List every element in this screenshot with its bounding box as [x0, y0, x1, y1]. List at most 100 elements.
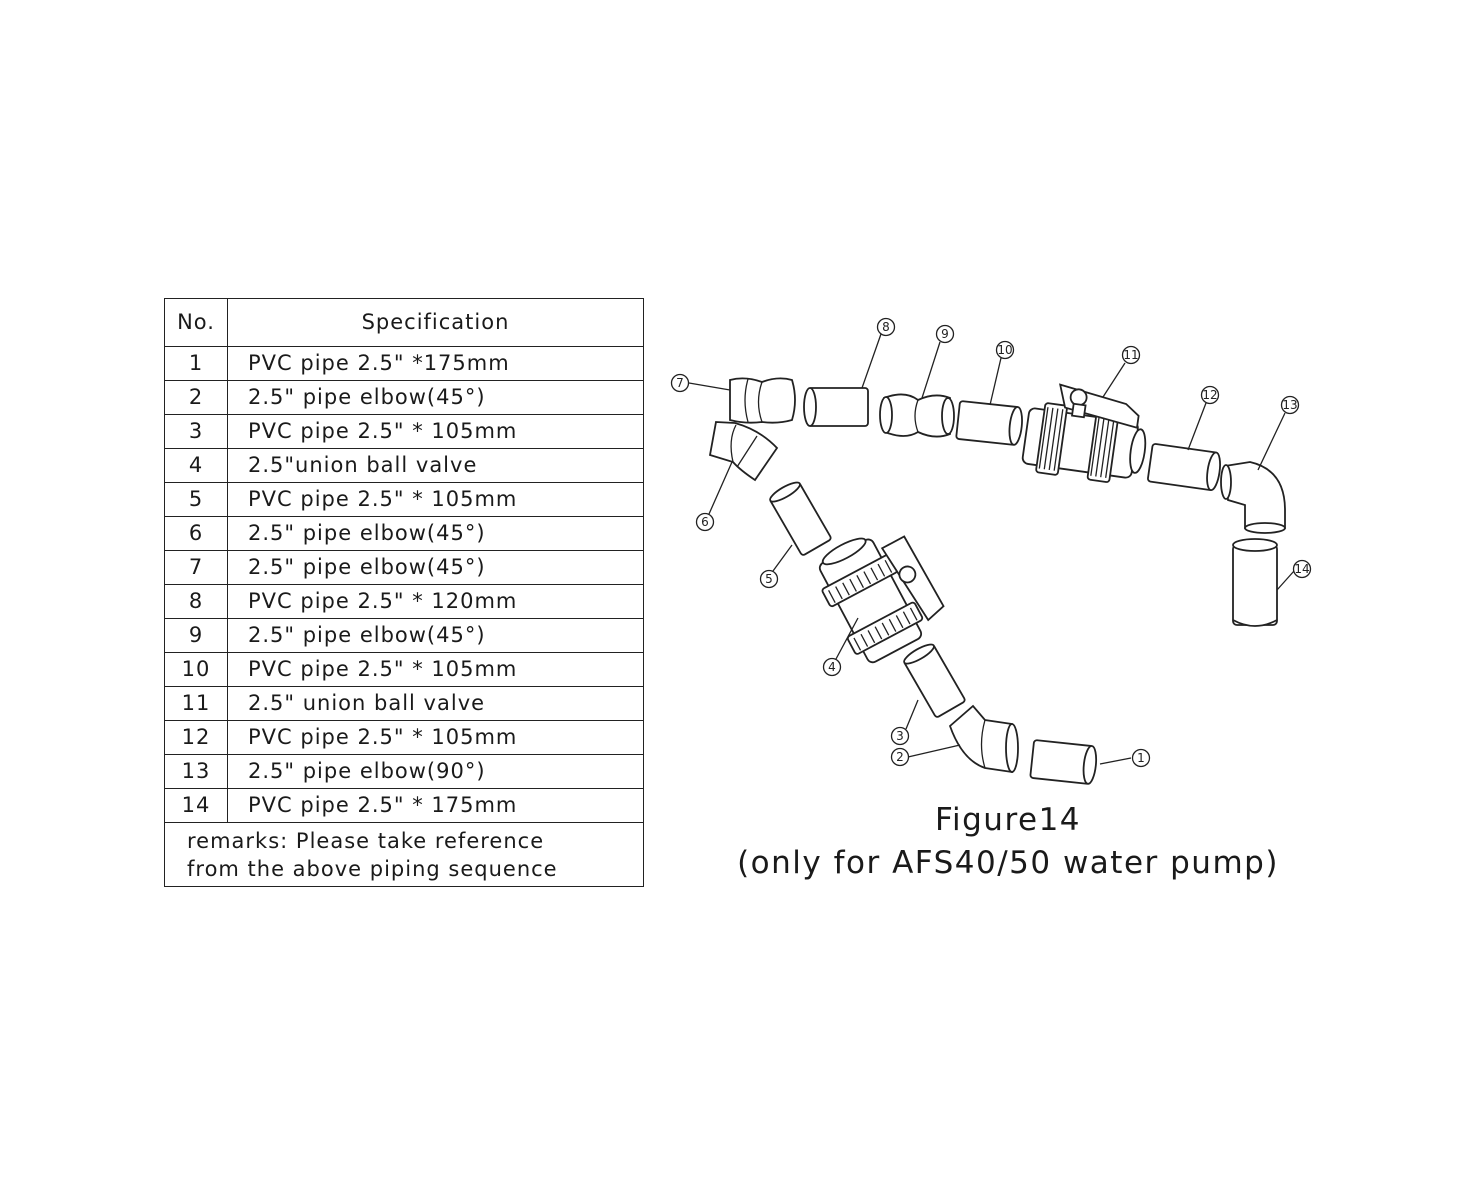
callout-circle [822, 657, 842, 677]
callout-number: 4 [828, 660, 836, 674]
callout-9: 9 [935, 324, 955, 344]
callout-number: 11 [1123, 348, 1138, 362]
callout-circle [995, 340, 1015, 360]
row-specification: PVC pipe 2.5" * 105mm [227, 414, 644, 449]
callout-circle [1280, 395, 1300, 415]
row-number: 4 [164, 448, 228, 483]
callout-7: 7 [670, 373, 690, 393]
callout-number: 1 [1137, 751, 1145, 765]
part-9-elbow-45 [879, 393, 955, 438]
callout-circle [935, 324, 955, 344]
callout-1: 1 [1131, 748, 1151, 768]
row-number: 10 [164, 652, 228, 687]
part-11-union-ball-valve [1021, 383, 1147, 483]
callout-number: 12 [1202, 388, 1217, 402]
row-number: 9 [164, 618, 228, 653]
row-specification: PVC pipe 2.5" * 175mm [227, 788, 644, 823]
part-7-elbow-45 [729, 377, 796, 424]
callout-14: 14 [1292, 559, 1312, 579]
part-6-elbow-45 [708, 421, 779, 482]
callout-circle [1131, 748, 1151, 768]
callout-13: 13 [1280, 395, 1300, 415]
part-12-pipe [1147, 443, 1221, 492]
row-number: 11 [164, 686, 228, 721]
row-number: 3 [164, 414, 228, 449]
part-8-pipe [803, 387, 869, 427]
callout-circle [876, 317, 896, 337]
row-specification: PVC pipe 2.5" * 105mm [227, 482, 644, 517]
header-specification: Specification [227, 298, 644, 347]
callout-circle [1200, 385, 1220, 405]
header-no: No. [164, 298, 228, 347]
row-specification: 2.5" union ball valve [227, 686, 644, 721]
callout-number: 14 [1294, 562, 1309, 576]
callout-circle [759, 569, 779, 589]
callout-2: 2 [890, 747, 910, 767]
row-number: 14 [164, 788, 228, 823]
row-number: 12 [164, 720, 228, 755]
part-13-elbow-90 [1220, 461, 1286, 534]
callout-11: 11 [1121, 345, 1141, 365]
callout-number: 5 [765, 572, 773, 586]
callout-5: 5 [759, 569, 779, 589]
remarks-row: remarks: Please take reference from the … [164, 822, 644, 887]
row-specification: 2.5" pipe elbow(45°) [227, 618, 644, 653]
row-specification: PVC pipe 2.5" * 105mm [227, 720, 644, 755]
part-10-pipe [955, 400, 1023, 446]
row-specification: 2.5" pipe elbow(45°) [227, 550, 644, 585]
leader-lines [688, 333, 1295, 765]
callout-circle [890, 726, 910, 746]
callout-circle [890, 747, 910, 767]
callout-number: 2 [896, 750, 904, 764]
row-specification: PVC pipe 2.5" * 105mm [227, 652, 644, 687]
part-4-union-ball-valve [818, 535, 945, 664]
row-specification: 2.5" pipe elbow(45°) [227, 380, 644, 415]
table-header-row: No. Specification [164, 298, 644, 347]
figure-title: Figure14 [934, 802, 1082, 838]
remarks: remarks: Please take reference from the … [164, 822, 644, 887]
callout-circle [670, 373, 690, 393]
callout-8: 8 [876, 317, 896, 337]
callout-6: 6 [695, 512, 715, 532]
row-number: 5 [164, 482, 228, 517]
callout-3: 3 [890, 726, 910, 746]
callout-12: 12 [1200, 385, 1220, 405]
callout-circle [1121, 345, 1141, 365]
part-2-elbow-45 [948, 704, 1019, 774]
part-14-pipe [1232, 538, 1278, 627]
row-number: 1 [164, 346, 228, 381]
callout-4: 4 [822, 657, 842, 677]
row-specification: 2.5" pipe elbow(90°) [227, 754, 644, 789]
part-1-pipe [1029, 739, 1098, 785]
callout-number: 8 [882, 320, 890, 334]
remarks-line-1: remarks: Please take reference [187, 828, 545, 853]
callout-number: 6 [701, 515, 709, 529]
callout-number: 9 [941, 327, 949, 341]
remarks-line-2: from the above piping sequence [187, 856, 558, 881]
row-number: 13 [164, 754, 228, 789]
row-specification: PVC pipe 2.5" * 120mm [227, 584, 644, 619]
figure-subtitle: (only for AFS40/50 water pump) [737, 845, 1279, 881]
callout-circle [695, 512, 715, 532]
callout-10: 10 [995, 340, 1015, 360]
callout-circle [1292, 559, 1312, 579]
callout-number: 10 [997, 343, 1012, 357]
callout-number: 7 [676, 376, 684, 390]
part-3-pipe [903, 643, 966, 718]
row-number: 6 [164, 516, 228, 551]
